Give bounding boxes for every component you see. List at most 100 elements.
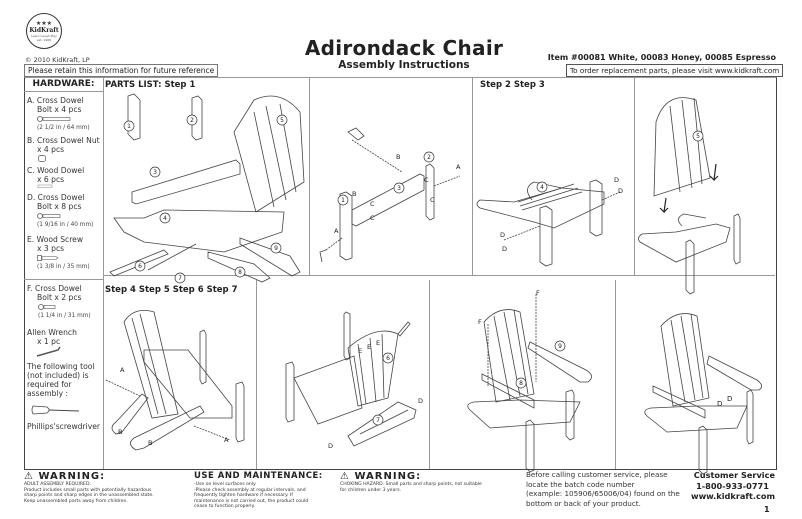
step3-illustration: 5 [638,97,741,295]
customer-service-phone: 1-800-933-0771 [696,480,769,491]
divider [472,77,473,275]
svg-text:8: 8 [238,269,242,276]
svg-text:D: D [618,187,623,195]
svg-text:9: 9 [558,343,562,350]
customer-service-website[interactable]: www.kidkraft.com [691,491,775,501]
svg-text:5: 5 [280,117,284,124]
divider [615,280,616,469]
svg-text:9: 9 [274,245,278,252]
svg-text:F: F [478,318,482,326]
hardware-item-allen-wrench: Allen Wrench x 1 pc [27,328,77,346]
logo-since: est. 1968 [36,37,52,42]
warning-triangle-icon: ⚠ [24,471,39,482]
dowel-icon [37,184,53,188]
instructions-frame [24,77,777,470]
parts-list-label: PARTS LIST: Step 1 [105,80,196,90]
svg-text:3: 3 [397,185,401,192]
hardware-item-e: E. Wood Screw x 3 pcs [27,235,84,253]
svg-text:B: B [396,153,400,161]
svg-text:5: 5 [696,133,700,140]
svg-text:7: 7 [376,417,380,424]
svg-text:B: B [148,439,152,447]
screwdriver-icon [31,405,80,415]
final-chair-illustration: DD [644,313,762,475]
stars-icon: ★★★ [35,19,53,27]
svg-text:1: 1 [127,123,131,130]
svg-text:C: C [424,176,429,184]
tool-note: The following tool (not included) is req… [27,362,95,398]
svg-text:8: 8 [519,380,523,387]
svg-text:A: A [456,163,461,171]
svg-text:7: 7 [178,275,182,282]
hardware-column [24,77,104,469]
hardware-size-a: (2 1/2 in / 64 mm) [37,125,90,131]
parts-list-illustration: 1 2 3 4 5 6 7 8 9 [109,93,305,284]
bolt-icon [38,304,56,310]
page-subtitle: Assembly Instructions [338,59,470,71]
divider [634,77,635,275]
row-divider [103,275,775,276]
nut-icon [38,155,46,162]
warning-adult-assembly: ⚠ WARNING: ADULT ASSEMBLY REQUIRED. Prod… [24,471,154,504]
step7-illustration: F F 9 8 [467,289,592,473]
use-and-maintenance: USE AND MAINTENANCE: -Use on level surfa… [194,471,323,510]
retain-notice: Please retain this information for futur… [24,64,219,77]
svg-text:6: 6 [138,263,142,270]
customer-service: Customer Service 1-800-933-0771 www.kidk… [680,470,775,502]
hardware-size-d: (1 9/16 in / 40 mm) [37,222,94,228]
page-number: 1 [764,505,770,514]
hardware-size-f: (1 1/4 in / 31 mm) [38,313,91,319]
divider [309,77,310,275]
item-numbers: Item #00081 White, 00083 Honey, 00085 Es… [547,53,776,62]
svg-text:2: 2 [190,117,194,124]
logo-brand: KidKraft [29,26,59,34]
svg-text:D: D [502,245,507,253]
svg-text:D: D [727,395,732,403]
svg-text:B: B [352,190,356,198]
svg-text:C: C [430,196,435,204]
kidkraft-logo: ★★★ KidKraft Learn Laugh Play est. 1968 [26,13,62,49]
svg-text:4: 4 [163,215,167,222]
svg-text:F: F [536,289,540,297]
logo-tagline: Learn Laugh Play [31,33,57,38]
batch-code-note: Before calling customer service, please … [526,470,680,508]
customer-service-title: Customer Service [693,470,775,480]
svg-text:E: E [376,339,380,347]
divider [256,280,257,469]
svg-text:D: D [328,442,333,450]
hardware-item-a: A. Cross Dowel Bolt x 4 pcs [27,96,84,114]
svg-text:3: 3 [153,169,157,176]
svg-text:4: 4 [540,184,544,191]
svg-text:B: B [118,428,122,436]
svg-text:A: A [334,227,339,235]
hardware-item-f: F. Cross Dowel Bolt x 2 pcs [27,284,82,302]
svg-text:C: C [370,214,375,222]
page-title: Adirondack Chair [304,36,504,60]
tool-name: Phillips'screwdriver [27,422,101,431]
hardware-item-d: D. Cross Dowel Bolt x 8 pcs [27,193,85,211]
svg-text:E: E [367,343,371,351]
bolt-icon [37,116,71,122]
hardware-heading: HARDWARE: [24,77,103,92]
divider [429,280,430,469]
svg-text:C: C [370,200,375,208]
svg-text:6: 6 [386,355,390,362]
svg-text:2: 2 [427,154,431,161]
hardware-size-e: (1 3/8 in / 35 mm) [37,264,90,270]
svg-text:E: E [358,347,362,355]
hardware-item-b: B. Cross Dowel Nut x 4 pcs [27,136,100,154]
svg-text:1: 1 [341,197,345,204]
bolt-icon [37,213,61,219]
screw-icon [37,255,59,261]
svg-text:D: D [500,231,505,239]
step4-7-label: Step 4 Step 5 Step 6 Step 7 [105,285,238,295]
svg-text:A: A [120,366,125,374]
copyright: © 2010 KidKraft, LP [25,56,90,64]
replacement-parts-notice: To order replacement parts, please visit… [566,64,784,77]
svg-text:D: D [614,176,619,184]
allen-wrench-icon [36,346,61,357]
hardware-divider [24,279,103,280]
